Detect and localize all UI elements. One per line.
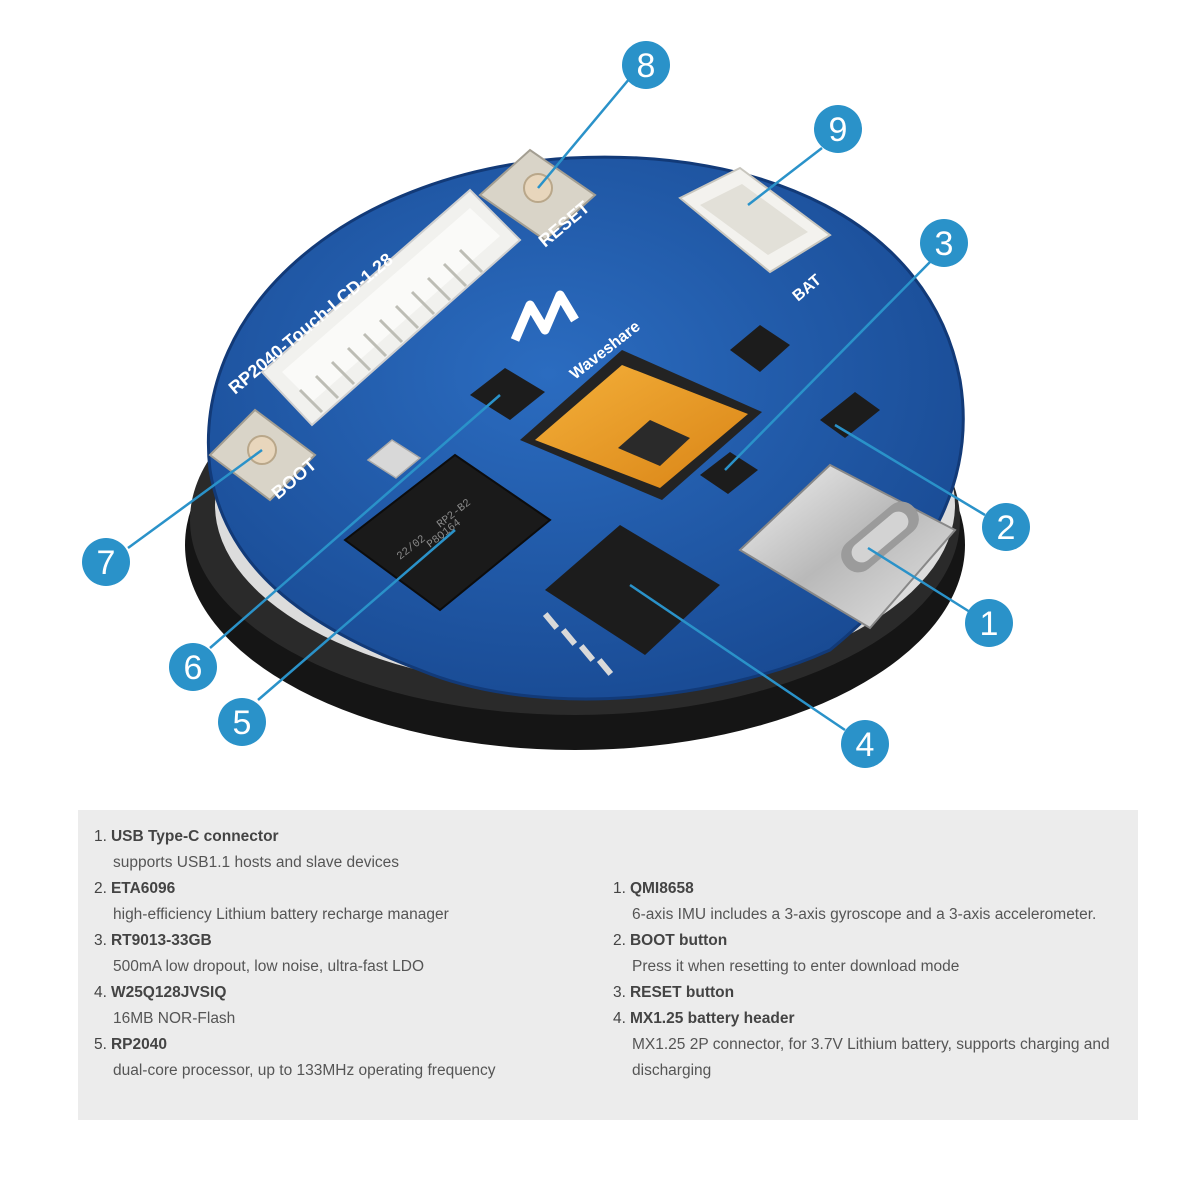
leader-3: [724, 261, 931, 471]
leader-lines: [127, 77, 986, 732]
spec-item: 1.USB Type-C connector supports USB1.1 h…: [94, 824, 594, 876]
spec-title: 4.MX1.25 battery header: [613, 1006, 1133, 1032]
spec-index: 1.: [613, 880, 626, 897]
leader-7: [127, 448, 263, 550]
spec-desc: dual-core processor, up to 133MHz operat…: [113, 1062, 496, 1079]
spec-panel: 1.USB Type-C connector supports USB1.1 h…: [78, 810, 1138, 1120]
spec-title-text: RESET button: [629, 984, 735, 1001]
spec-index: 3.: [613, 984, 626, 1001]
spec-item: 1.QMI8658 6-axis IMU includes a 3-axis g…: [613, 876, 1133, 928]
battery-header: [678, 166, 832, 274]
callout-6-label: 6: [184, 649, 203, 687]
spec-title-text: MX1.25 battery header: [629, 1010, 795, 1027]
callout-9: 9: [814, 105, 862, 153]
spec-title: 4.W25Q128JVSIQ: [94, 980, 594, 1006]
spec-title-text: BOOT button: [629, 932, 728, 949]
callout-1: 1: [965, 599, 1013, 647]
spec-item: 2.BOOT button Press it when resetting to…: [613, 928, 1133, 980]
callout-7-label: 7: [97, 544, 116, 582]
spec-desc: 16MB NOR-Flash: [113, 1010, 236, 1027]
spec-title-text: ETA6096: [110, 880, 176, 897]
spec-item: 5.RP2040 dual-core processor, up to 133M…: [94, 1032, 594, 1084]
callout-5: 5: [218, 698, 266, 746]
callout-8: 8: [622, 41, 670, 89]
spec-index: 2.: [613, 932, 626, 949]
leader-5: [257, 529, 456, 701]
spec-desc: high-efficiency Lithium battery recharge…: [113, 906, 449, 923]
spec-index: 1.: [94, 828, 107, 845]
spec-title: 2.BOOT button: [613, 928, 1133, 954]
leader-4: [629, 583, 846, 732]
leader-6: [209, 394, 501, 649]
callout-8-label: 8: [637, 47, 656, 85]
spec-desc: 6-axis IMU includes a 3-axis gyroscope a…: [632, 906, 1097, 923]
spec-title-text: USB Type-C connector: [110, 828, 279, 845]
spec-title: 3.RESET button: [613, 980, 1133, 1006]
spec-index: 4.: [94, 984, 107, 1001]
spec-title: 3.RT9013-33GB: [94, 928, 594, 954]
spec-item: 3.RT9013-33GB 500mA low dropout, low noi…: [94, 928, 594, 980]
crystal: [366, 439, 422, 479]
spec-title-text: QMI8658: [629, 880, 694, 897]
callout-3: 3: [920, 219, 968, 267]
imu-window: [520, 350, 762, 500]
callout-2: 2: [982, 503, 1030, 551]
spec-index: 4.: [613, 1010, 626, 1027]
spec-title: 1.QMI8658: [613, 876, 1133, 902]
spec-title-text: W25Q128JVSIQ: [110, 984, 227, 1001]
spec-title: 2.ETA6096: [94, 876, 594, 902]
spec-item: 3.RESET button: [613, 980, 1133, 1006]
board-diagram: RP2-B2 P8Q164 22/02 Waveshare RP2040-Tou…: [82, 41, 1030, 768]
callout-5-label: 5: [233, 704, 252, 742]
spec-desc: Press it when resetting to enter downloa…: [632, 958, 960, 975]
callout-6: 6: [169, 643, 217, 691]
spec-desc: supports USB1.1 hosts and slave devices: [113, 854, 400, 871]
spec-index: 2.: [94, 880, 107, 897]
spec-index: 5.: [94, 1036, 107, 1053]
rp2040-chip: RP2-B2 P8Q164 22/02: [343, 453, 552, 612]
spec-item: 2.ETA6096 high-efficiency Lithium batter…: [94, 876, 594, 928]
callout-9-label: 9: [829, 111, 848, 149]
usb-c-connector: [738, 463, 957, 630]
callout-1-label: 1: [980, 605, 999, 643]
leader-9: [747, 147, 823, 206]
callout-3-label: 3: [935, 225, 954, 263]
spec-list-right: 1.QMI8658 6-axis IMU includes a 3-axis g…: [613, 876, 1133, 1084]
spec-desc: 500mA low dropout, low noise, ultra-fast…: [113, 958, 425, 975]
leader-1: [867, 546, 971, 614]
callout-4: 4: [841, 720, 889, 768]
spec-title-text: RT9013-33GB: [110, 932, 212, 949]
leader-2: [834, 423, 986, 517]
fpc-connector: [260, 188, 522, 427]
spec-desc: MX1.25 2P connector, for 3.7V Lithium ba…: [632, 1036, 1110, 1079]
leader-8: [537, 77, 631, 189]
spec-title: 5.RP2040: [94, 1032, 594, 1058]
small-ic: [470, 325, 880, 494]
callout-4-label: 4: [856, 726, 875, 764]
callout-7: 7: [82, 538, 130, 586]
flash-chip: [542, 525, 720, 676]
spec-index: 3.: [94, 932, 107, 949]
spec-list-left: 1.USB Type-C connector supports USB1.1 h…: [94, 824, 594, 1084]
spec-title-text: RP2040: [110, 1036, 167, 1053]
spec-item: 4.W25Q128JVSIQ 16MB NOR-Flash: [94, 980, 594, 1032]
callout-2-label: 2: [997, 509, 1016, 547]
spec-item: 4.MX1.25 battery header MX1.25 2P connec…: [613, 1006, 1133, 1084]
spec-title: 1.USB Type-C connector: [94, 824, 594, 850]
